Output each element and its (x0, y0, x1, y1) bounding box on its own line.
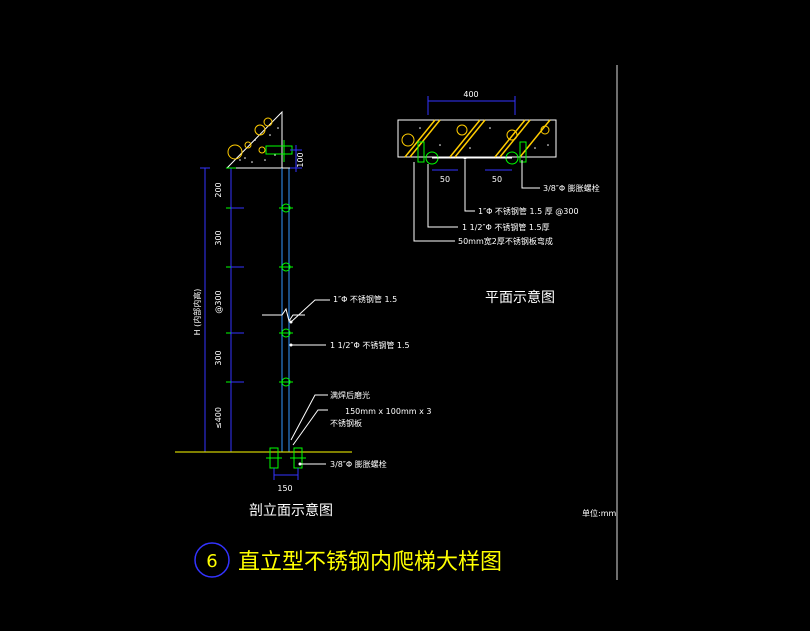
plan-dim-right: 50 (492, 175, 502, 184)
dim-total: H (内部内高) (192, 289, 202, 336)
note-bolt: 3/8″Φ 膨胀螺栓 (330, 459, 387, 469)
dim-top-block: 100 (296, 152, 305, 167)
dim-seg4: ≤400 (214, 407, 223, 429)
drawing-title: 直立型不锈钢内爬梯大样图 (238, 550, 502, 575)
title-number: 6 (206, 551, 217, 572)
section-view-label: 剖立面示意图 (249, 502, 333, 519)
dim-seg1: 200 (214, 182, 223, 197)
plan-hatch (405, 120, 550, 157)
plan-dim-width: 400 (463, 90, 478, 99)
note-rail: 1 1/2″Φ 不锈钢管 1.5 (330, 340, 410, 350)
top-anchor-bolt (266, 146, 292, 154)
aggregate-circle (255, 125, 265, 135)
plan-view-label: 平面示意图 (485, 289, 555, 306)
plan-view: 400 (398, 90, 600, 306)
aggregate-circle (259, 147, 265, 153)
note-rung: 1″Φ 不锈钢管 1.5 (333, 294, 397, 304)
dim-pitch: @300 (214, 290, 223, 313)
plan-dim-left: 50 (440, 175, 450, 184)
aggregate-circle (228, 145, 242, 159)
aggregate-circle (264, 118, 272, 126)
dim-bottom-width: 150 (277, 484, 292, 493)
plan-note-bolt: 3/8″Φ 膨胀螺栓 (543, 183, 600, 193)
plan-note-rung: 1″Φ 不锈钢管 1.5 厚 @300 (478, 206, 579, 216)
dim-seg2: 300 (214, 230, 223, 245)
section-view: 200 300 @300 300 ≤400 H (内部内高) 100 150 (175, 112, 431, 519)
note-plate-size: 150mm x 100mm x 3 (345, 407, 431, 416)
plan-note-rail: 1 1/2″Φ 不锈钢管 1.5厚 (462, 222, 550, 232)
rungs (279, 204, 293, 386)
note-weld: 满焊后磨光 (330, 390, 370, 400)
note-plate-material: 不锈钢板 (330, 418, 362, 428)
plan-concrete-band (398, 120, 556, 157)
plan-note-plate: 50mm宽2厚不锈钢板弯成 (458, 236, 553, 246)
unit-note: 单位:mm (582, 508, 616, 518)
dim-seg3: 300 (214, 350, 223, 365)
